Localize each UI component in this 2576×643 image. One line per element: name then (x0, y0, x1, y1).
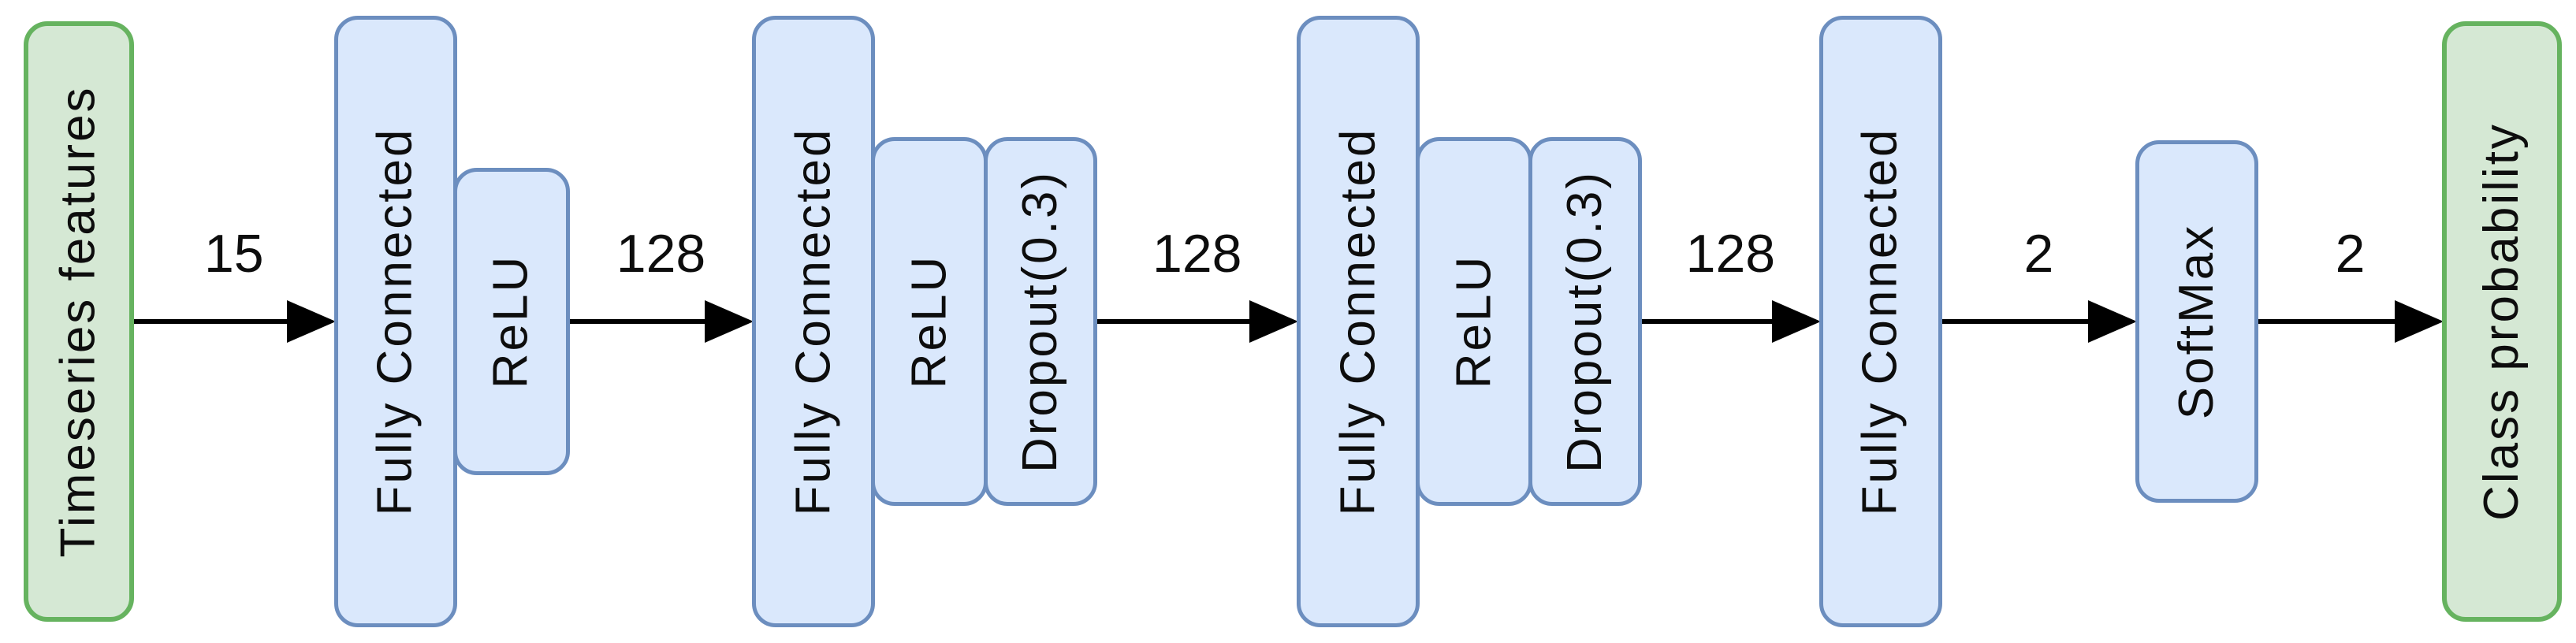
layer-label: Fully Connected (1331, 127, 1386, 516)
input-node-timeseries-features: Timeseries features (24, 21, 134, 622)
layer-box-fully-connected-2: Fully Connected (752, 16, 876, 627)
arrow-group2-to-group3: 128 (1096, 0, 1299, 643)
input-node-label: Timeseries features (51, 85, 106, 558)
arrow-head-icon (1771, 300, 1821, 343)
arrow-label: 128 (616, 224, 706, 284)
layer-label: SoftMax (2169, 223, 2224, 420)
arrow-label: 15 (203, 224, 264, 284)
layer-label: ReLU (902, 254, 957, 389)
arrow-line (568, 319, 717, 324)
layer-label: ReLU (483, 254, 538, 389)
layer-group-3: Fully Connected ReLU Dropout(0.3) (1297, 16, 1643, 627)
arrow-label: 2 (2023, 224, 2054, 284)
arrow-head-icon (286, 300, 336, 343)
layer-box-fully-connected-3: Fully Connected (1297, 16, 1420, 627)
layer-group-4: Fully Connected (1818, 16, 1942, 627)
layer-label: Dropout(0.3) (1013, 169, 1068, 474)
layer-box-dropout-2: Dropout(0.3) (984, 137, 1098, 506)
layer-label: Fully Connected (1852, 127, 1908, 516)
output-node-class-probability: Class probability (2442, 21, 2562, 622)
arrow-line (1096, 319, 1261, 324)
arrow-head-icon (705, 300, 754, 343)
arrow-input-to-fc1: 15 (132, 0, 336, 643)
output-node-label: Class probability (2474, 122, 2529, 521)
layer-label: Fully Connected (786, 127, 841, 516)
layer-box-fully-connected-1: Fully Connected (333, 16, 457, 627)
arrow-fc4-to-softmax: 2 (1940, 0, 2138, 643)
arrow-head-icon (2395, 300, 2444, 343)
layer-group-5: SoftMax (2135, 140, 2259, 503)
layer-box-relu-2: ReLU (871, 137, 988, 506)
layer-group-1: Fully Connected ReLU (333, 16, 570, 627)
arrow-line (2257, 319, 2406, 324)
layer-label: ReLU (1446, 254, 1502, 389)
layer-box-dropout-3: Dropout(0.3) (1528, 137, 1643, 506)
arrow-line (132, 319, 298, 324)
layer-box-relu-3: ReLU (1416, 137, 1533, 506)
arrow-head-icon (1249, 300, 1299, 343)
arrow-label: 128 (1152, 224, 1242, 284)
arrow-group3-to-fc4: 128 (1640, 0, 1821, 643)
layer-box-fully-connected-4: Fully Connected (1818, 16, 1942, 627)
layer-group-2: Fully Connected ReLU Dropout(0.3) (752, 16, 1098, 627)
arrow-line (1640, 319, 1783, 324)
arrow-line (1940, 319, 2100, 324)
arrow-head-icon (2088, 300, 2138, 343)
layer-label: Dropout(0.3) (1558, 169, 1613, 474)
arrow-label: 128 (1685, 224, 1776, 284)
layer-box-softmax: SoftMax (2135, 140, 2259, 503)
arrow-group1-to-group2: 128 (568, 0, 754, 643)
arrow-softmax-to-output: 2 (2257, 0, 2444, 643)
layer-box-relu-1: ReLU (452, 168, 570, 475)
layer-label: Fully Connected (367, 127, 423, 516)
arrow-label: 2 (2335, 224, 2366, 284)
